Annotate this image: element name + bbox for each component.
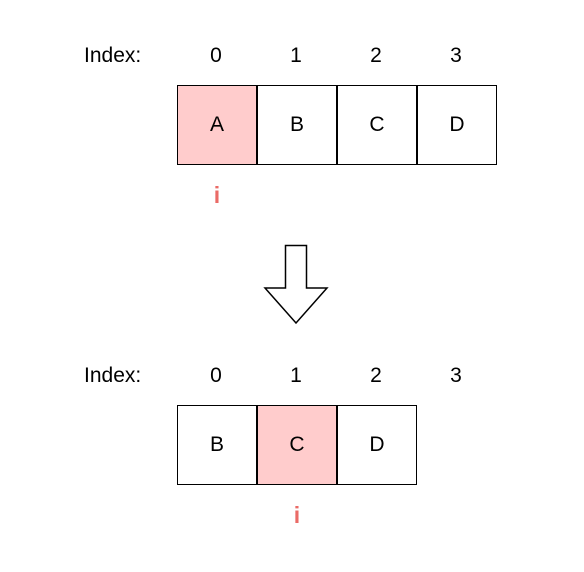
top-cell-1-value: B	[289, 113, 304, 136]
bottom-index-1: 1	[290, 364, 302, 387]
top-cell-1: B	[257, 85, 337, 165]
top-cell-3-value: D	[449, 113, 465, 136]
top-index-0: 0	[210, 44, 222, 67]
arrow-down-icon	[263, 244, 329, 325]
top-cell-0: A	[177, 85, 257, 165]
bottom-cell-2: D	[337, 405, 417, 485]
top-index-1: 1	[290, 44, 302, 67]
bottom-cell-1-value: C	[289, 433, 305, 456]
bottom-cell-2-value: D	[369, 433, 385, 456]
top-cell-3: D	[417, 85, 497, 165]
bottom-cell-1: C	[257, 405, 337, 485]
bottom-cell-0-value: B	[209, 433, 224, 456]
top-cell-2: C	[337, 85, 417, 165]
top-index-label: Index:	[84, 44, 142, 67]
bottom-index-0: 0	[210, 364, 222, 387]
top-cell-0-value: A	[209, 113, 224, 136]
top-cell-2-value: C	[369, 113, 385, 136]
top-pointer-i: i	[213, 182, 221, 208]
bottom-index-3: 3	[450, 364, 462, 387]
bottom-cell-0: B	[177, 405, 257, 485]
top-index-3: 3	[450, 44, 462, 67]
top-index-2: 2	[370, 44, 382, 67]
bottom-index-label: Index:	[84, 364, 142, 387]
bottom-index-2: 2	[370, 364, 382, 387]
bottom-pointer-i: i	[293, 502, 301, 528]
